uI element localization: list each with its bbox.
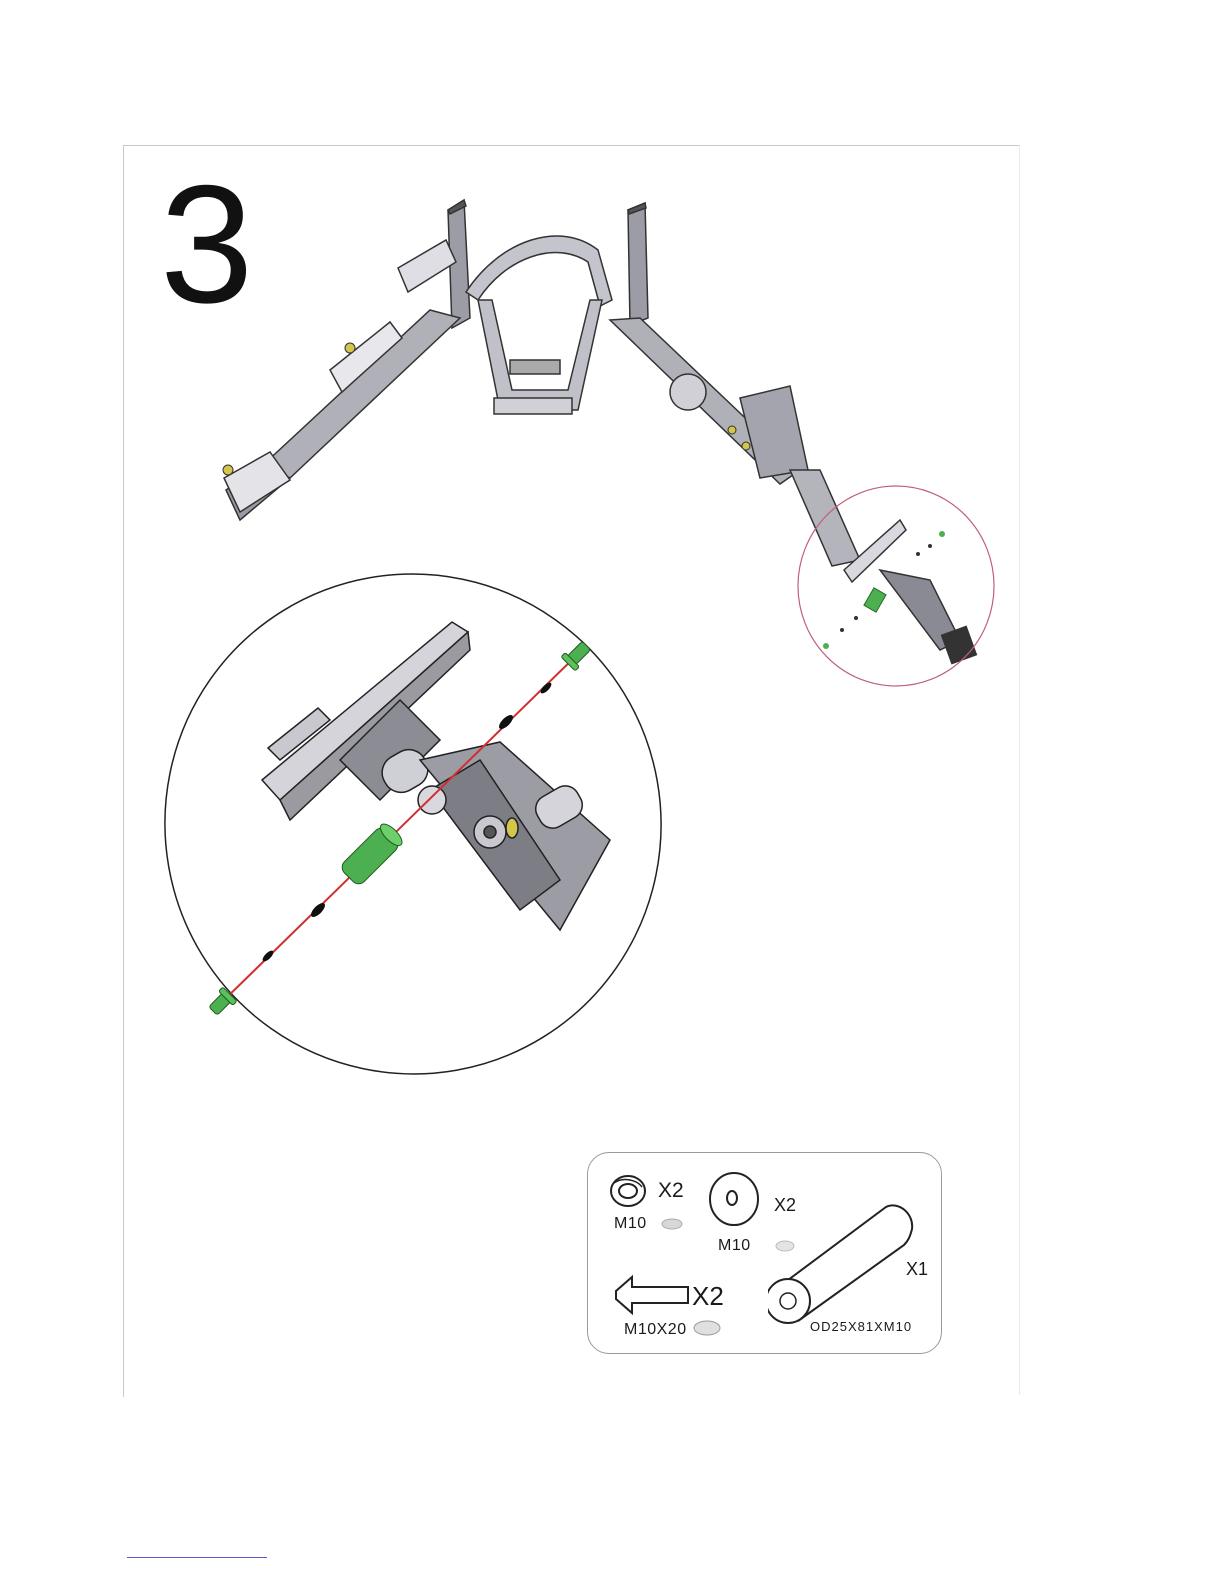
spring-washer-icon bbox=[608, 1173, 648, 1213]
machine-frame-illustration bbox=[224, 200, 976, 664]
spring-washer-qty: X2 bbox=[658, 1179, 684, 1203]
bolt-qty: X2 bbox=[692, 1281, 724, 1312]
flat-washer-icon bbox=[708, 1171, 762, 1227]
bolt-color-swatch bbox=[692, 1319, 722, 1337]
sleeve-tube-icon bbox=[768, 1197, 918, 1327]
spring-washer-spec: M10 bbox=[614, 1215, 647, 1233]
sleeve-spec: OD25X81XM10 bbox=[810, 1319, 912, 1334]
detail-assembly-illustration bbox=[262, 622, 610, 930]
flat-washer-spec: M10 bbox=[718, 1237, 751, 1255]
sleeve-qty: X1 bbox=[906, 1259, 928, 1280]
sleeve-detail bbox=[339, 821, 405, 887]
bolt-icon bbox=[614, 1271, 690, 1319]
parts-list-box: X2 M10 X2 M10 X2 M10X20 X1 OD25X81XM10 bbox=[587, 1152, 942, 1354]
bolt-spec: M10X20 bbox=[624, 1321, 687, 1339]
footer-link-underline bbox=[127, 1557, 267, 1558]
detail-enlargement-ellipse bbox=[125, 535, 700, 1114]
spring-washer-color-swatch bbox=[660, 1217, 684, 1231]
